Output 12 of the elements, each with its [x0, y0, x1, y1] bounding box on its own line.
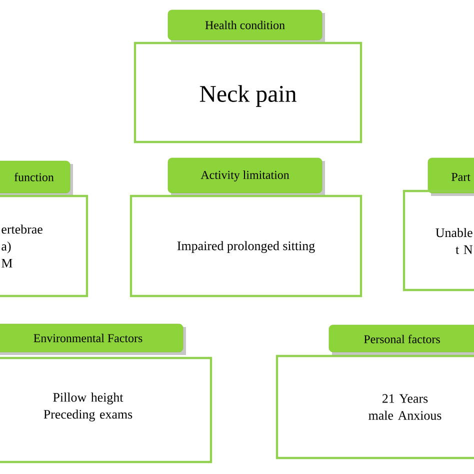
header-tab: Activity limitation [168, 158, 325, 196]
text-box: Impaired prolonged sitting [130, 194, 362, 298]
text-box: 21 Years male Anxious [276, 354, 474, 460]
header-tab: Health condition [168, 10, 325, 43]
header-tab: Personal factors [328, 324, 474, 355]
text-box: Unable t N [402, 190, 474, 292]
text-box: Pillow height Preceding exams [0, 356, 212, 464]
header-tab: Environmental Factors [0, 324, 186, 355]
text-box: ertebrae a) M [0, 194, 88, 298]
header-tab: function [0, 160, 73, 196]
text-box: Neck pain [134, 42, 362, 144]
header-tab: Part [428, 158, 474, 196]
